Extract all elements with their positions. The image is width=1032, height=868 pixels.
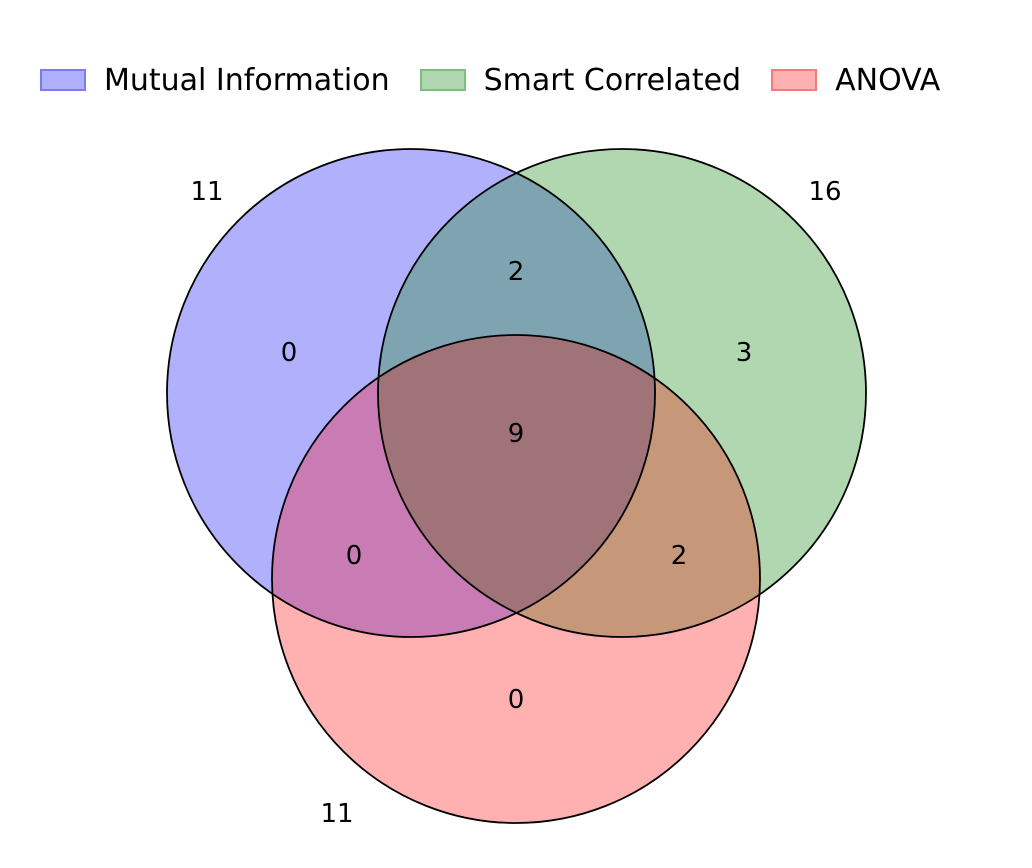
legend-label-mutual-information: Mutual Information [104,62,390,98]
legend-label-smart-correlated: Smart Correlated [483,62,742,98]
legend-item-smart-correlated: Smart Correlated [419,62,742,98]
region-sc-only: 3 [736,338,753,368]
total-mutual-information: 11 [190,177,223,207]
legend: Mutual Information Smart Correlated ANOV… [40,58,940,102]
region-anova-only: 0 [508,685,525,715]
legend-swatch-anova [771,69,818,91]
legend-item-mutual-information: Mutual Information [40,63,390,98]
region-sc-anova: 2 [671,541,688,571]
legend-swatch-mutual-information [40,69,86,91]
legend-swatch-smart-correlated [419,69,466,91]
region-all-three: 9 [508,419,525,449]
outline-mutual-information [166,148,656,638]
legend-label-anova: ANOVA [835,62,941,98]
overlap-all-three [378,335,655,637]
total-anova: 11 [320,799,353,829]
outline-anova [271,334,761,824]
region-mi-only: 0 [281,338,298,368]
outline-smart-correlated [377,148,867,638]
legend-item-anova: ANOVA [771,63,940,98]
region-mi-sc: 2 [508,257,525,287]
total-smart-correlated: 16 [808,177,841,207]
region-mi-anova: 0 [346,541,363,571]
